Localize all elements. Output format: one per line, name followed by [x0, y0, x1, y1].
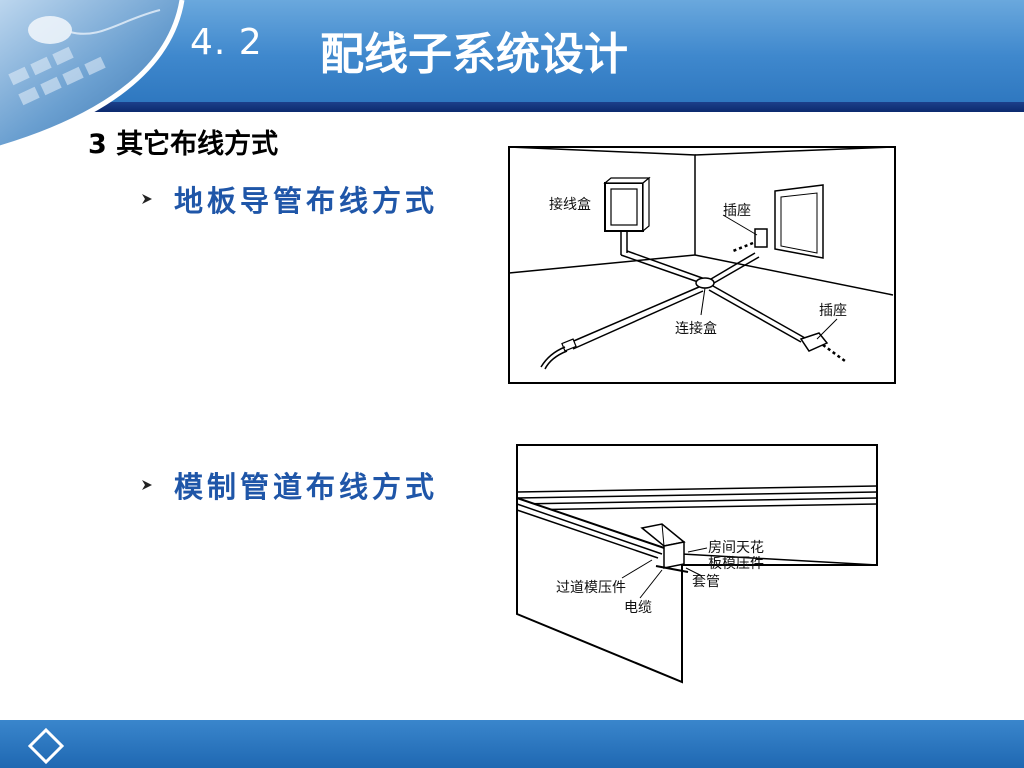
label-sleeve: 套管: [692, 574, 720, 590]
header-stripe: [0, 102, 1024, 112]
label-junction-box: 接线盒: [549, 196, 591, 213]
section-heading: 3 其它布线方式: [88, 129, 279, 160]
label-wall-socket: 插座: [723, 203, 751, 219]
label-connection-box: 连接盒: [675, 320, 717, 337]
slide-title: 配线子系统设计: [320, 29, 628, 80]
label-cable: 电缆: [624, 600, 652, 616]
bullet-item-floor-conduit: 地板导管布线方式: [140, 178, 438, 220]
molded-duct-diagram: 房间天花 板模压件 套管 过道模压件 电缆: [516, 444, 878, 684]
arrow-bullet-icon: [142, 194, 152, 204]
floor-conduit-diagram: 接线盒 插座 插座 连接盒: [508, 146, 896, 384]
arrow-bullet-icon: [142, 480, 152, 490]
corner-decoration-image: [0, 0, 200, 150]
label-floor-socket: 插座: [819, 303, 847, 319]
floor-socket-shape: [799, 332, 829, 352]
footer-bar: [0, 720, 1024, 768]
label-ceiling-molding-1: 房间天花: [708, 540, 764, 556]
diamond-icon: [28, 728, 64, 764]
bullet-label: 模制管道布线方式: [174, 470, 439, 504]
label-passage-molding: 过道模压件: [556, 580, 626, 596]
label-ceiling-molding-2: 板模压件: [708, 556, 764, 572]
bullet-item-molded-duct: 模制管道布线方式: [140, 464, 438, 506]
slide-number: 4. 2: [190, 22, 263, 63]
wall-socket-shape: [754, 228, 768, 248]
passage-molding-shape: [640, 523, 686, 569]
junction-box-shape: [603, 176, 651, 233]
bullet-label: 地板导管布线方式: [174, 184, 439, 218]
